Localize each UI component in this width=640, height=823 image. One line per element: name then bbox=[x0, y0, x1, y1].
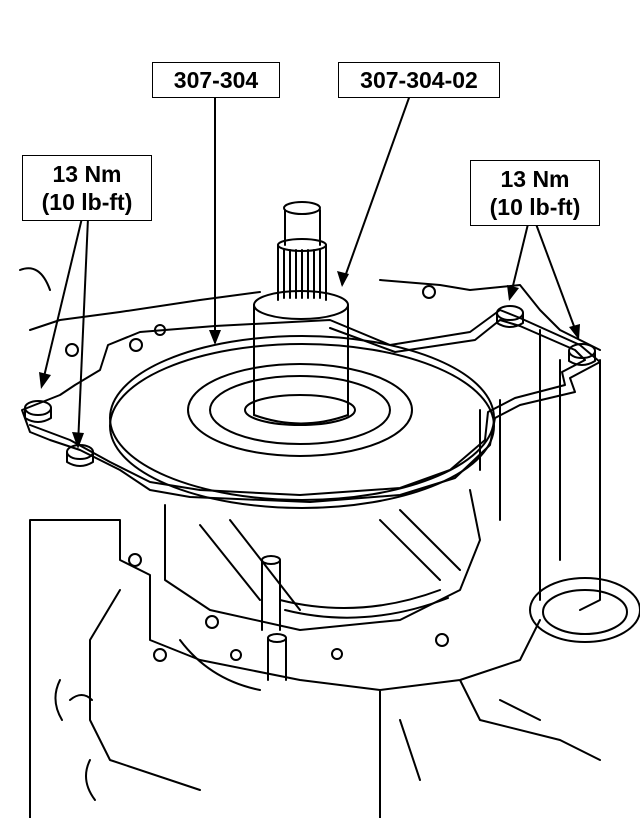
housing-detail bbox=[179, 639, 541, 781]
case-right-wall bbox=[479, 329, 561, 601]
arrow-left-1 bbox=[39, 372, 51, 389]
shaft-tip bbox=[284, 209, 321, 246]
case-outline bbox=[19, 267, 601, 351]
leader-tool-b bbox=[341, 94, 411, 286]
shaft-collar bbox=[277, 238, 327, 252]
callout-text: 307-304 bbox=[173, 67, 259, 93]
callout-torque-right: 13 Nm (10 lb-ft) bbox=[470, 160, 600, 226]
hole bbox=[331, 648, 343, 660]
callout-tool-307-304: 307-304 bbox=[152, 62, 280, 98]
leader-left-2 bbox=[77, 217, 89, 446]
hole bbox=[435, 633, 449, 647]
dowel-pin-b bbox=[267, 637, 287, 681]
cover-disc-ring bbox=[187, 363, 413, 457]
bolt-head-left-b bbox=[66, 444, 94, 460]
connector-tubes bbox=[54, 679, 96, 801]
torque-lbft: (10 lb-ft) bbox=[489, 194, 581, 220]
hole bbox=[422, 285, 436, 299]
dowel-pin-a bbox=[261, 559, 281, 631]
torque-lbft: (10 lb-ft) bbox=[41, 189, 133, 215]
torque-nm: 13 Nm bbox=[500, 166, 570, 192]
leader-lines bbox=[41, 94, 579, 446]
hole bbox=[129, 338, 143, 352]
lower-housing bbox=[29, 519, 601, 819]
cover-disc-rim bbox=[109, 343, 495, 509]
lower-drum bbox=[164, 489, 481, 631]
drum-hatch bbox=[199, 509, 461, 611]
hole bbox=[153, 648, 167, 662]
hole bbox=[230, 649, 242, 661]
right-bore bbox=[529, 577, 640, 643]
torque-nm: 13 Nm bbox=[52, 161, 122, 187]
tool-body-bottom bbox=[253, 414, 349, 425]
hole bbox=[205, 615, 219, 629]
cover-disc-ring-inner bbox=[209, 375, 391, 445]
hub-seat bbox=[244, 394, 356, 426]
callout-torque-left: 13 Nm (10 lb-ft) bbox=[22, 155, 152, 221]
gasket-plate-inner bbox=[29, 319, 586, 496]
arrow-tool-b bbox=[337, 271, 349, 287]
hole bbox=[128, 553, 142, 567]
dowel-pin-a-top bbox=[261, 555, 281, 565]
callout-text: 307-304-02 bbox=[360, 67, 478, 93]
gasket-plate bbox=[21, 309, 601, 503]
splined-shaft bbox=[277, 244, 327, 301]
dowel-pin-b-top bbox=[267, 633, 287, 643]
arrow-right-2 bbox=[569, 324, 580, 340]
case-right-edge bbox=[579, 359, 601, 611]
callout-tool-307-304-02: 307-304-02 bbox=[338, 62, 500, 98]
tool-body bbox=[253, 304, 349, 416]
hole bbox=[154, 324, 166, 336]
hole bbox=[65, 343, 79, 357]
arrow-right-1 bbox=[507, 285, 519, 301]
arrow-left-2 bbox=[72, 432, 84, 449]
shaft-tip-top bbox=[283, 201, 321, 215]
leader-right-1 bbox=[509, 223, 529, 299]
arrow-tool-a bbox=[209, 330, 221, 345]
arrowheads bbox=[39, 271, 580, 449]
right-bore-inner bbox=[542, 589, 628, 635]
gear-teeth bbox=[279, 589, 449, 619]
leader-right-2 bbox=[535, 223, 579, 338]
leader-left-1 bbox=[41, 217, 83, 386]
